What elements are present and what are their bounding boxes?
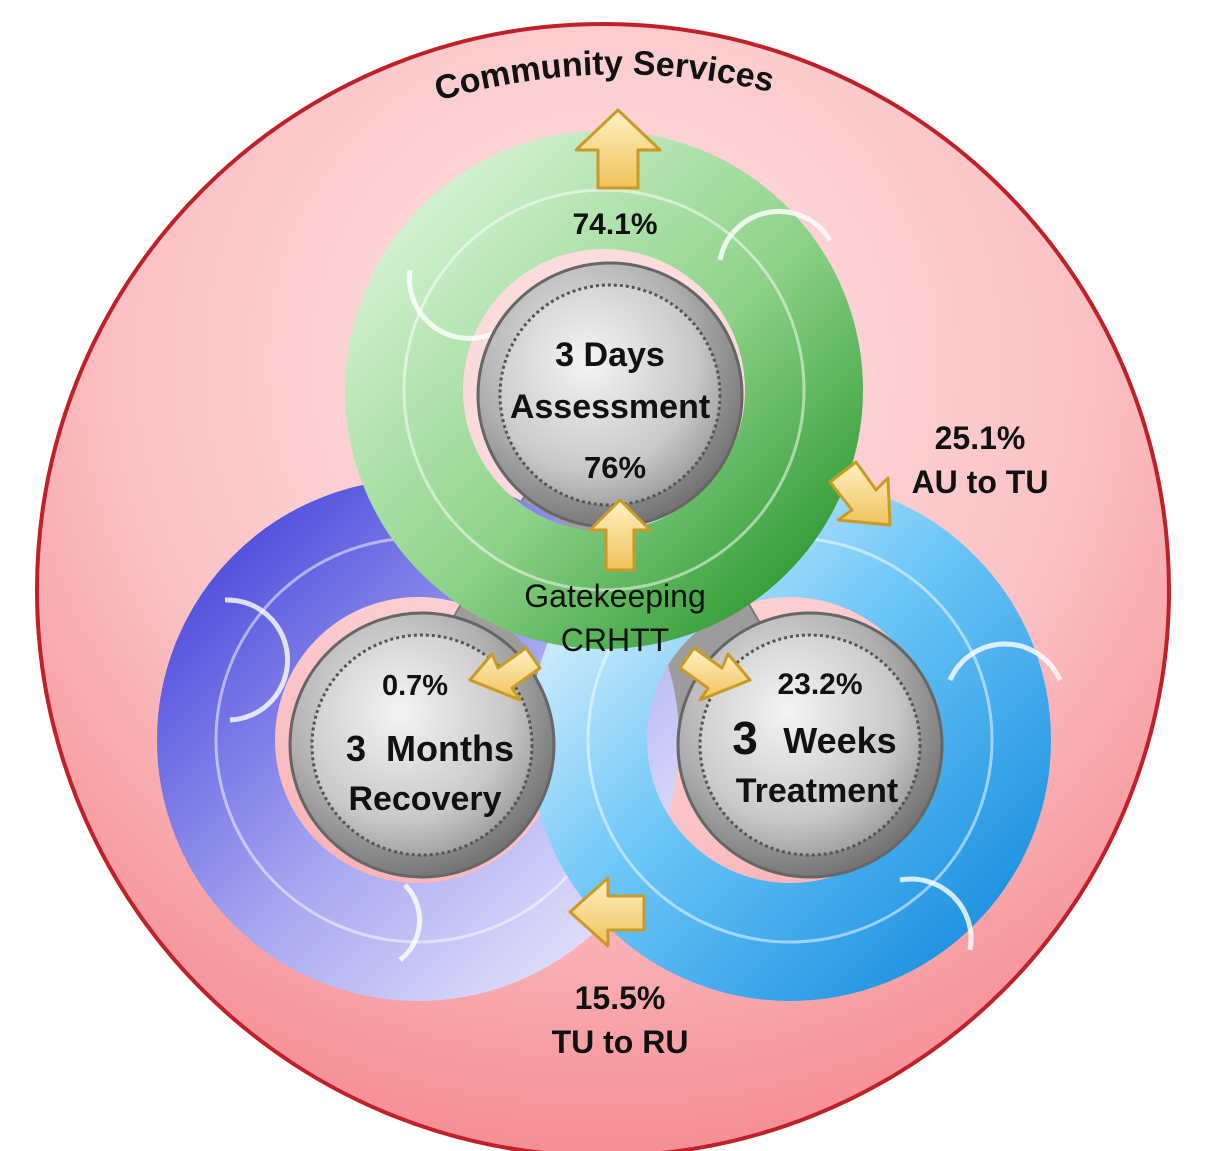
recovery-title-line1: 3 Months — [346, 728, 514, 769]
assessment-title-line1: 3 Days — [555, 336, 665, 374]
arrow-hub-to-treatment — [678, 646, 752, 702]
gatekeeping-line2: CRHTT — [560, 622, 670, 658]
arrow-assessment-to-treatment — [828, 460, 892, 527]
au-to-tu-percent: 25.1% — [934, 420, 1026, 456]
treatment-title-line2: Treatment — [735, 772, 899, 810]
treatment-title-line1: Weeks — [783, 720, 897, 761]
assessment-ring — [345, 131, 863, 649]
assessment-percent: 76% — [583, 450, 647, 485]
tu-to-ru-label: TU to RU — [551, 1024, 689, 1060]
recovery-title-line2: Recovery — [348, 780, 502, 818]
arrow-hub-to-assessment — [588, 498, 652, 572]
assessment-title-line2: Assessment — [509, 388, 711, 426]
au-to-tu-label: AU to TU — [911, 464, 1049, 500]
arrow-to-community-services — [574, 108, 662, 190]
treatment-percent: 23.2% — [777, 668, 863, 701]
gatekeeping-line1: Gatekeeping — [524, 578, 706, 614]
assessment-circle — [476, 261, 744, 529]
assessment-ring-percent: 74.1% — [572, 208, 658, 241]
tu-to-ru-percent: 15.5% — [574, 980, 666, 1016]
arrow-treatment-to-recovery — [568, 876, 646, 948]
treatment-number: 3 — [732, 712, 758, 764]
recovery-percent: 0.7% — [381, 670, 449, 702]
arrow-hub-to-recovery — [468, 646, 542, 702]
